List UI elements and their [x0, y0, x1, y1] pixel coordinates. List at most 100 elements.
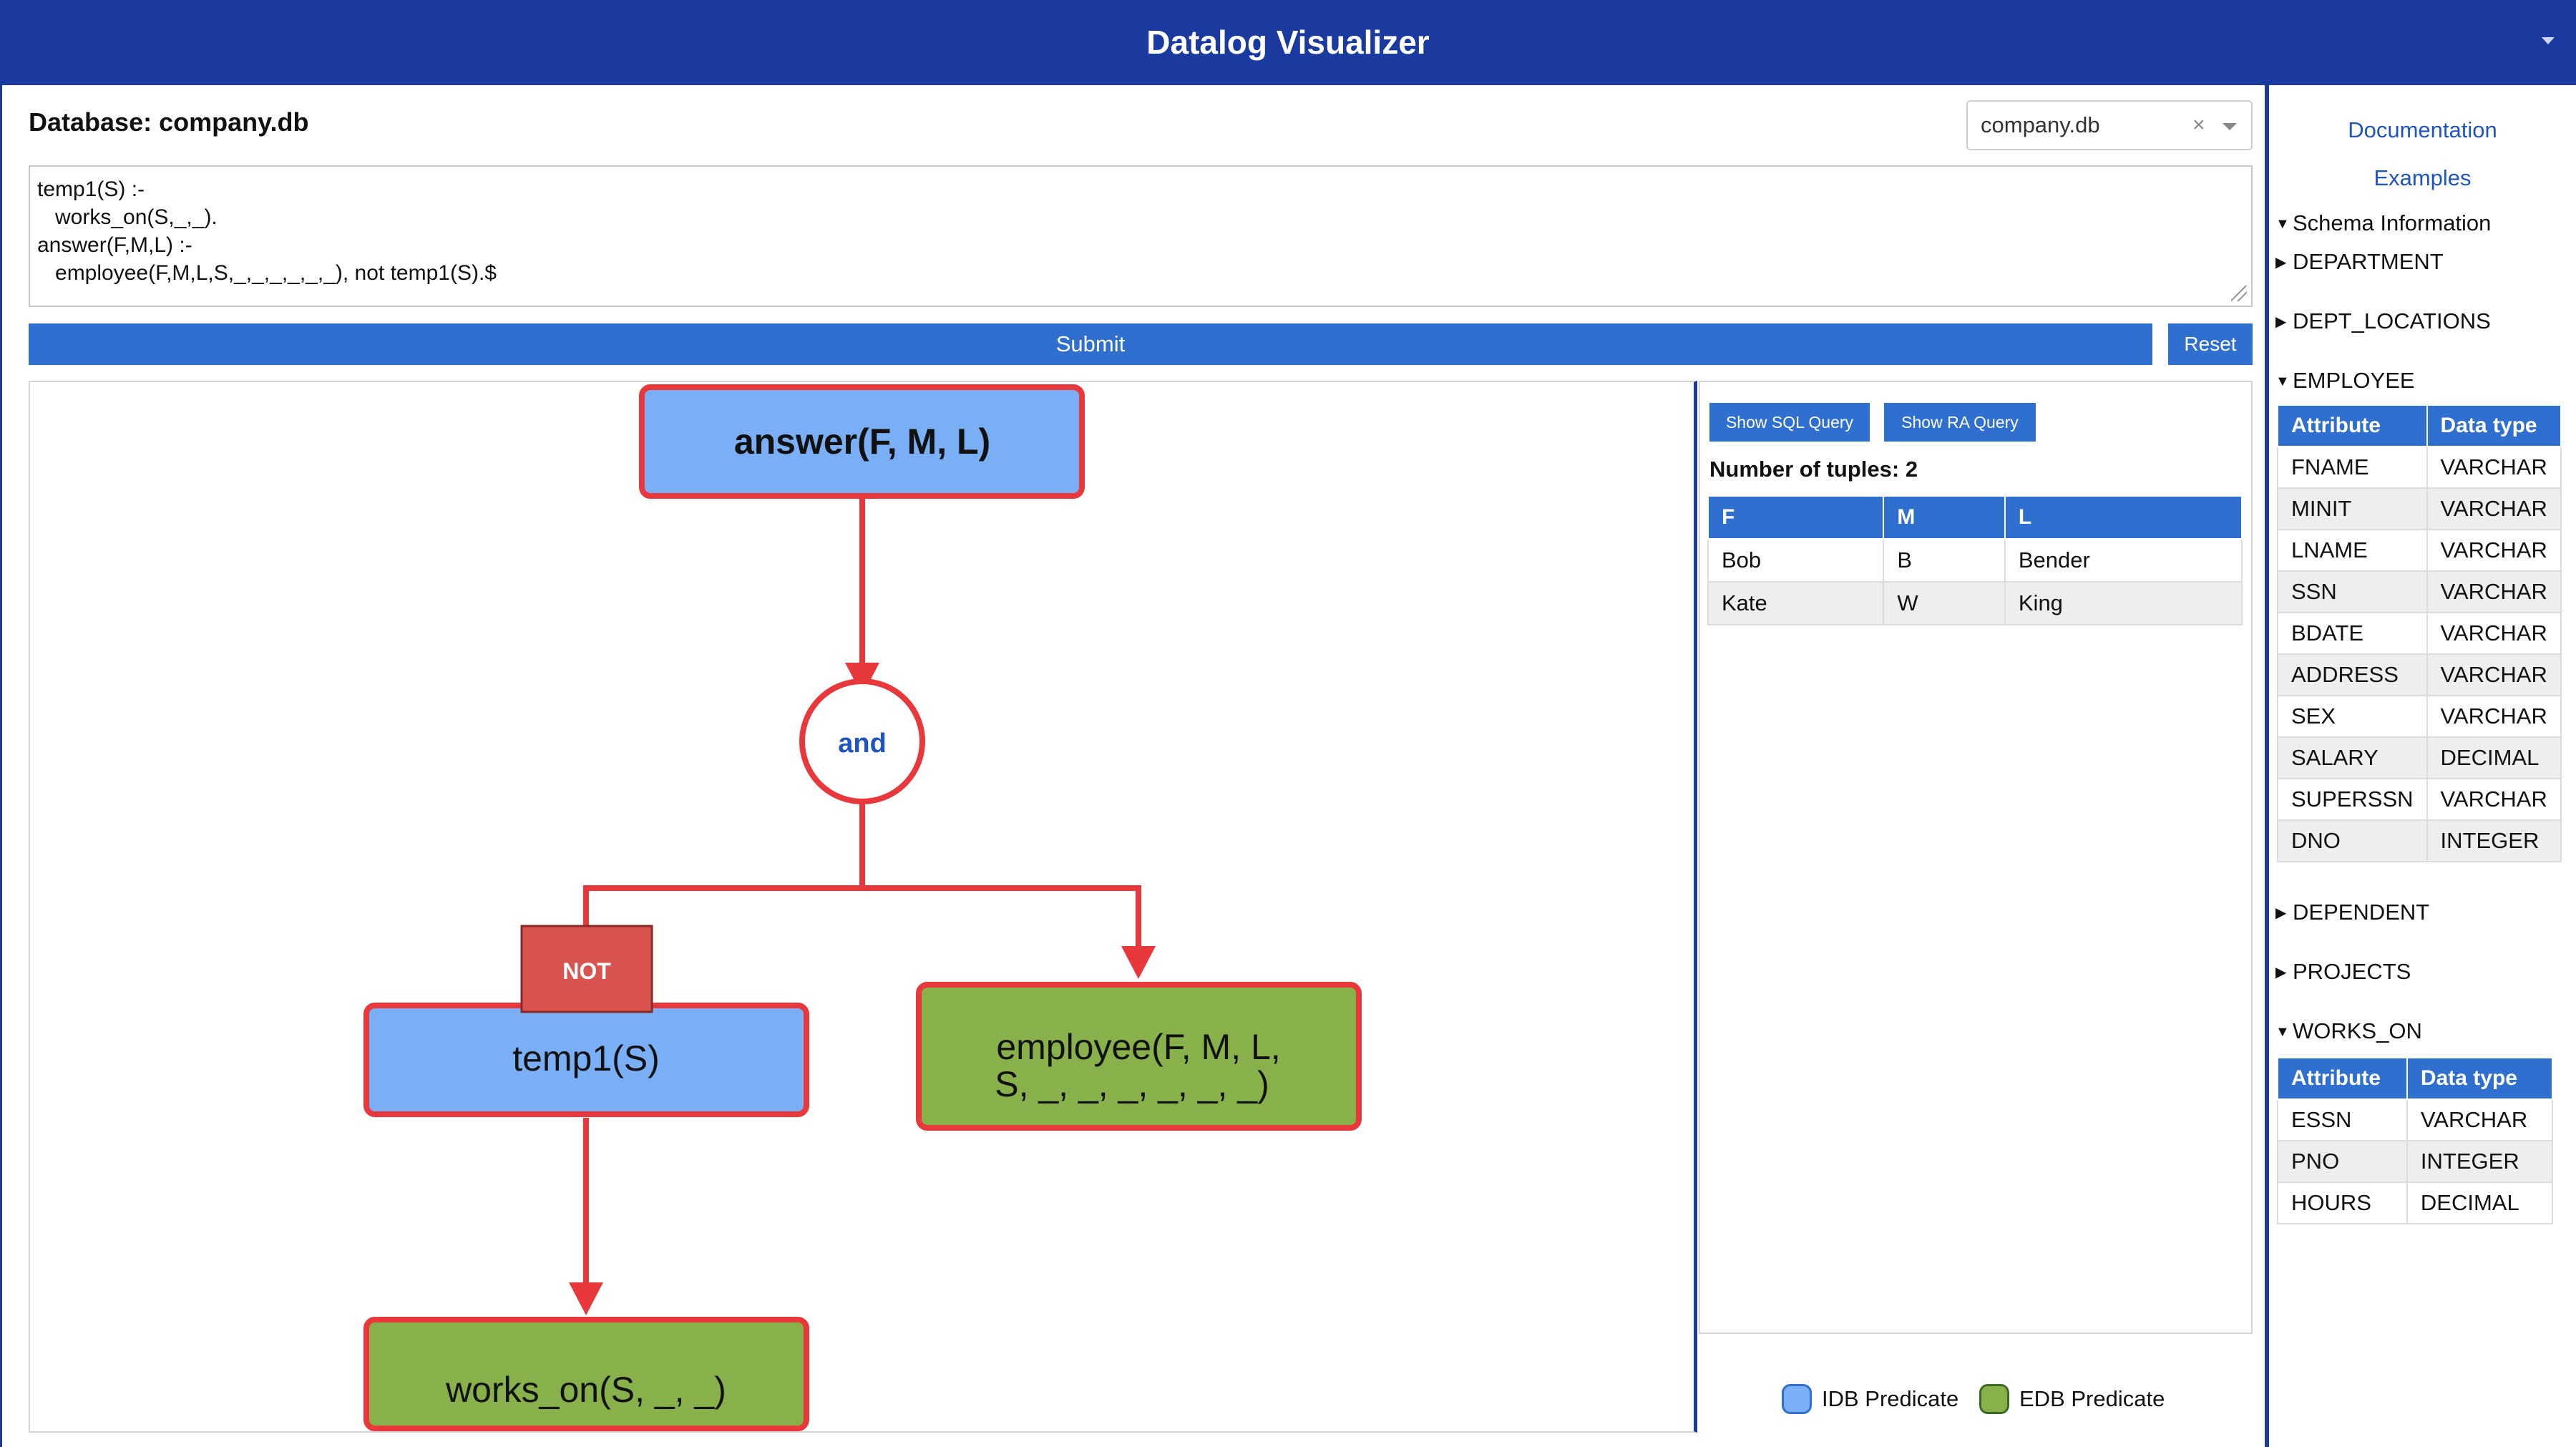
schema-table-label: WORKS_ON — [2293, 1018, 2422, 1043]
edb-swatch-icon — [1979, 1384, 2009, 1414]
attribute-name: LNAME — [2277, 529, 2428, 572]
database-select-value: company.db — [1981, 112, 2100, 137]
attribute-name: MINIT — [2277, 487, 2428, 530]
not-badge: NOT — [520, 925, 653, 1013]
attribute-type: VARCHAR — [2426, 487, 2562, 530]
reset-button[interactable]: Reset — [2168, 323, 2253, 365]
schema-header-row: Attribute Data type — [2277, 404, 2562, 447]
sidebar-divider — [2265, 85, 2269, 1447]
attribute-type: VARCHAR — [2426, 653, 2562, 696]
node-works-on[interactable]: works_on(S, _, _) — [364, 1317, 809, 1431]
submit-button[interactable]: Submit — [29, 323, 2152, 365]
triangle-down-icon: ▼ — [2275, 216, 2290, 232]
schema-table-projects[interactable]: ▶ PROJECTS — [2275, 959, 2411, 985]
attribute-type: VARCHAR — [2426, 446, 2562, 489]
node-temp1[interactable]: temp1(S) — [364, 1003, 809, 1117]
attribute-type: VARCHAR — [2426, 612, 2562, 655]
schema-table-dept-locations[interactable]: ▶DEPT_LOCATIONS — [2275, 308, 2491, 334]
legend-edb-label: EDB Predicate — [2019, 1386, 2165, 1411]
attribute-type: VARCHAR — [2426, 778, 2562, 821]
database-select[interactable]: company.db × — [1966, 100, 2253, 150]
chevron-down-icon[interactable] — [2223, 123, 2237, 130]
edge-and-branches — [583, 801, 1156, 979]
node-employee[interactable]: employee(F, M, L, S, _, _, _, _, _, _) — [916, 982, 1362, 1131]
schema-table-department[interactable]: ▶ DEPARTMENT — [2275, 249, 2444, 275]
node-answer[interactable]: answer(F, M, L) — [639, 384, 1085, 499]
graph-panel: answer(F, M, L) and temp1(S) NOT employe… — [29, 381, 1697, 1433]
schema-info-label: Schema Information — [2293, 210, 2492, 235]
attribute-name: FNAME — [2277, 446, 2428, 489]
examples-link[interactable]: Examples — [2373, 165, 2472, 190]
node-answer-label: answer(F, M, L) — [734, 422, 990, 462]
attribute-name: BDATE — [2277, 612, 2428, 655]
triangle-right-icon: ▶ — [2275, 314, 2287, 330]
attribute-type: VARCHAR — [2406, 1098, 2554, 1141]
clear-icon[interactable]: × — [2192, 113, 2205, 137]
node-and[interactable]: and — [799, 678, 925, 804]
result-table: F M L Bob B Bender Kate W King — [1707, 495, 2243, 625]
attribute-name: SALARY — [2277, 736, 2428, 779]
attribute-type: INTEGER — [2426, 819, 2562, 862]
schema-header-datatype: Data type — [2406, 1057, 2554, 1100]
show-ra-button[interactable]: Show RA Query — [1884, 403, 2036, 442]
app-title: Datalog Visualizer — [1146, 24, 1430, 61]
schema-table-label: EMPLOYEE — [2293, 368, 2415, 393]
attribute-name: DNO — [2277, 819, 2428, 862]
triangle-down-icon: ▼ — [2275, 1024, 2290, 1040]
column-header[interactable]: M — [1883, 495, 2006, 540]
attribute-name: SEX — [2277, 695, 2428, 738]
attribute-name: HOURS — [2277, 1182, 2408, 1224]
column-header[interactable]: F — [1707, 495, 1885, 540]
resize-handle-icon[interactable] — [2231, 286, 2247, 301]
triangle-right-icon: ▶ — [2275, 965, 2287, 980]
legend-idb-label: IDB Predicate — [1822, 1386, 1959, 1411]
triangle-right-icon: ▶ — [2275, 905, 2287, 921]
query-graph: answer(F, M, L) and temp1(S) NOT employe… — [364, 384, 1362, 1431]
documentation-link[interactable]: Documentation — [2348, 117, 2497, 142]
schema-table-label: DEPARTMENT — [2293, 249, 2444, 274]
attribute-type: VARCHAR — [2426, 695, 2562, 738]
schema-table-works-on[interactable]: ▼WORKS_ON — [2275, 1018, 2422, 1044]
attribute-type: INTEGER — [2406, 1140, 2554, 1183]
schema-table-employee[interactable]: ▼EMPLOYEE — [2275, 368, 2415, 394]
node-employee-label-line2: S, _, _, _, _, _, _) — [995, 1064, 1269, 1104]
table-cell: Bob — [1707, 538, 1885, 583]
table-row: Kate W King — [1707, 581, 2243, 625]
results-panel: Show SQL Query Show RA Query Number of t… — [1699, 381, 2253, 1334]
show-sql-button[interactable]: Show SQL Query — [1709, 403, 1870, 442]
schema-table-dependent[interactable]: ▶ DEPENDENT — [2275, 900, 2429, 925]
attribute-type: DECIMAL — [2426, 736, 2562, 779]
query-text[interactable]: temp1(S) :- works_on(S,_,_). answer(F,M,… — [37, 177, 497, 285]
schema-info-toggle[interactable]: ▼Schema Information — [2275, 210, 2491, 236]
triangle-right-icon: ▶ — [2275, 255, 2287, 271]
schema-header-attribute: Attribute — [2277, 404, 2428, 447]
not-badge-label: NOT — [562, 958, 611, 984]
chevron-down-icon[interactable] — [2542, 37, 2555, 44]
table-cell: King — [2004, 581, 2243, 625]
attribute-name: ESSN — [2277, 1098, 2408, 1141]
schema-header-row: Attribute Data type — [2277, 1057, 2554, 1100]
attribute-name: PNO — [2277, 1140, 2408, 1183]
query-editor[interactable]: temp1(S) :- works_on(S,_,_). answer(F,M,… — [29, 165, 2253, 307]
schema-table-label: DEPENDENT — [2293, 900, 2430, 925]
left-border — [0, 85, 2, 1447]
attribute-type: DECIMAL — [2406, 1182, 2554, 1224]
column-header[interactable]: L — [2004, 495, 2243, 540]
table-cell: Kate — [1707, 581, 1885, 625]
node-temp1-label: temp1(S) — [512, 1038, 660, 1078]
schema-table-label: PROJECTS — [2293, 959, 2411, 984]
database-label: Database: company.db — [29, 107, 309, 137]
